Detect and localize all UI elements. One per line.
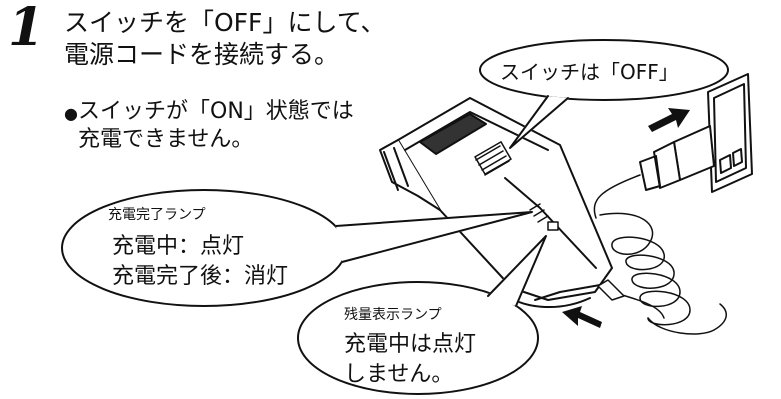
remaining-lamp-line-1: 充電中は点灯 (344, 332, 477, 357)
coiled-cord (593, 174, 727, 335)
power-plug (639, 125, 715, 191)
power-outlet (707, 73, 753, 193)
charge-lamp-title: 充電完了ランプ (108, 207, 206, 223)
charge-lamp-callout-bubble (61, 189, 533, 307)
step-number: 1 (8, 0, 45, 58)
lamp-indicators (529, 203, 559, 231)
connector-arrow (562, 306, 602, 328)
switch-callout-bubble (479, 39, 729, 149)
charge-lamp-line-2: 充電完了後：消灯 (112, 264, 289, 289)
switch-callout-label: スイッチは「OFF」 (500, 60, 679, 84)
remaining-lamp-title: 残量表示ランプ (344, 307, 442, 323)
plug-in-arrow (648, 108, 690, 132)
note-bullet: ● (64, 104, 78, 123)
power-switch (474, 141, 512, 176)
remaining-lamp-line-2: しません。 (344, 362, 454, 387)
note-line-2: 充電できません。 (78, 127, 254, 152)
remaining-lamp-callout-bubble (297, 235, 547, 395)
shaver-body (379, 97, 613, 308)
step-line-2: 電源コードを接続する。 (64, 40, 340, 69)
note-line-1: スイッチが「ON」状態では (78, 99, 354, 124)
charge-lamp-line-1: 充電中：点灯 (112, 234, 245, 259)
step-line-1: スイッチを「OFF」にして、 (64, 8, 386, 37)
